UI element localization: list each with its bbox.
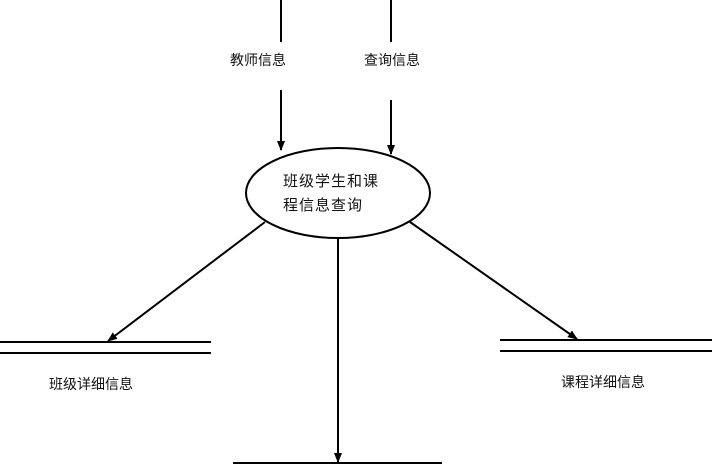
process-label-line1: 班级学生和课 [283, 172, 380, 190]
class-flow-arrow [107, 221, 266, 342]
course-flow-arrow [409, 221, 578, 340]
teacher-info-label: 教师信息 [230, 53, 286, 69]
process-label: 班级学生和课 程信息查询 [283, 169, 393, 217]
process-label-line2: 程信息查询 [283, 196, 364, 214]
course-detail-store-label: 课程详细信息 [561, 375, 645, 391]
query-info-label: 查询信息 [364, 53, 420, 69]
class-detail-store-label: 班级详细信息 [49, 377, 133, 393]
